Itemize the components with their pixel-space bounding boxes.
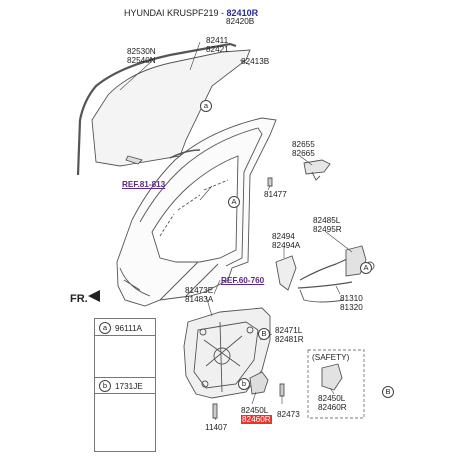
legend-a-letter: a xyxy=(99,322,111,334)
door-latch-rod xyxy=(299,255,363,281)
handle-bracket xyxy=(275,255,297,291)
glass-run-channel xyxy=(78,42,237,121)
callout-B-panel: B xyxy=(258,328,270,340)
title-part-number: 82410R xyxy=(226,8,259,18)
safety-latch xyxy=(321,363,343,391)
legend-b-part: 1731JE xyxy=(115,382,143,391)
title-part-number-2: 82420B xyxy=(226,17,255,26)
ref-81-813-link[interactable]: REF.81-813 xyxy=(122,180,166,189)
callout-b: b xyxy=(238,378,250,390)
title-text: HYUNDAI KRUSPF219 - xyxy=(124,8,225,18)
legend-divider xyxy=(95,393,155,394)
legend-table: a 96111A b 1731JE xyxy=(94,318,156,452)
legend-b-letter: b xyxy=(99,380,111,392)
window-motor xyxy=(249,371,269,395)
label-safety: (SAFETY) xyxy=(312,353,350,362)
callout-a: a xyxy=(200,100,212,112)
legend-divider xyxy=(95,335,155,336)
legend-a-part: 96111A xyxy=(115,324,143,333)
front-arrow xyxy=(88,290,100,302)
callout-B-safety: B xyxy=(382,386,394,398)
front-label: FR. xyxy=(70,293,88,305)
callout-A-upper: A xyxy=(228,196,240,208)
door-glass xyxy=(91,49,251,167)
label-82473: 82473 xyxy=(277,410,300,419)
label-11407: 11407 xyxy=(205,423,228,432)
ref-60-760-link[interactable]: REF.60-760 xyxy=(221,276,265,285)
legend-divider xyxy=(95,377,155,378)
label-81477: 81477 xyxy=(264,190,287,199)
diagram-title: HYUNDAI KRUSPF219 - 82410R 82420B xyxy=(124,8,259,26)
callout-A-latch: A xyxy=(360,262,372,274)
label-82413: 82413B xyxy=(241,57,270,66)
